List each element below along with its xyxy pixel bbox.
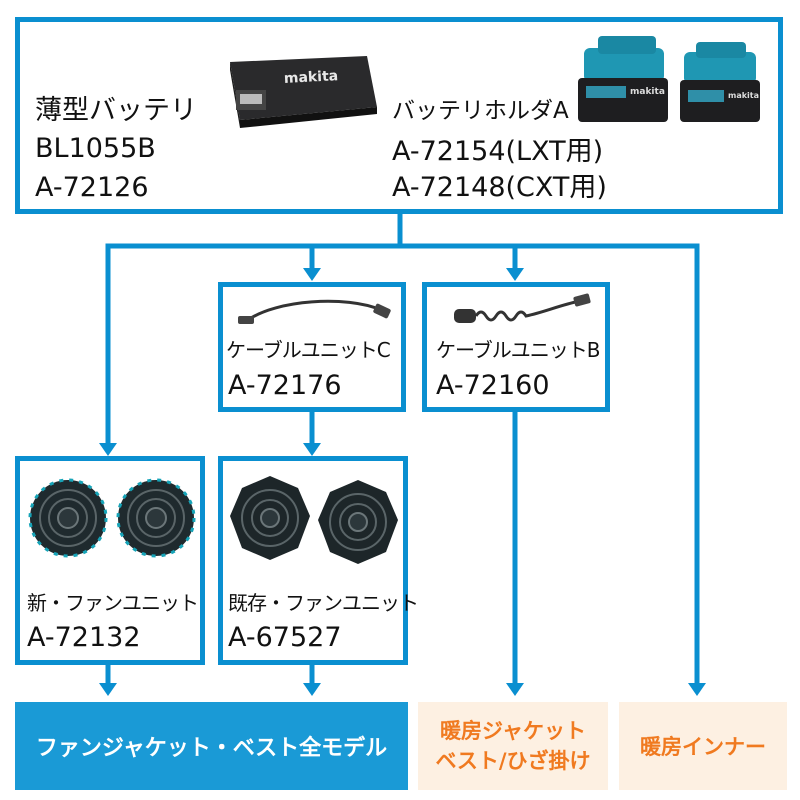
battery-holder-icon: makita makita	[578, 36, 760, 122]
svg-text:makita: makita	[284, 68, 339, 87]
fan-unit-icon	[230, 476, 398, 564]
arrow-to-fan-category-2	[303, 683, 321, 696]
heat-jacket-category: 暖房ジャケット ベスト/ひざ掛け	[418, 702, 608, 790]
heat-jacket-label-line2: ベスト/ひざ掛け	[435, 749, 591, 773]
arrow-to-new-fan	[99, 443, 117, 456]
fan-jacket-category: ファンジャケット・ベスト全モデル	[15, 702, 408, 790]
svg-text:makita: makita	[728, 91, 759, 100]
svg-text:makita: makita	[630, 87, 665, 97]
existing-fan-name: 既存・ファンユニット	[228, 591, 419, 615]
cable-b-name: ケーブルユニットB	[436, 338, 601, 362]
arrow-to-old-fan	[303, 443, 321, 456]
cable-c-name: ケーブルユニットC	[226, 338, 391, 362]
fan-category-label: ファンジャケット・ベスト全モデル	[35, 736, 388, 761]
cable-icon	[238, 299, 391, 324]
arrow-to-heat-jacket	[506, 683, 524, 696]
arrow-to-heat-inner	[688, 683, 706, 696]
battery-part-number: A-72126	[35, 172, 149, 203]
fan-unit-icon	[28, 478, 196, 558]
cable-unit-c-box	[218, 282, 406, 412]
arrow-to-cable-b	[506, 268, 524, 281]
holder-part-lxt: A-72154(LXT用)	[392, 136, 604, 167]
holder-name: バッテリホルダA	[392, 98, 569, 124]
new-fan-name: 新・ファンユニット	[27, 591, 199, 615]
heat-inner-category: 暖房インナー	[619, 702, 787, 790]
slim-battery-icon: makita	[230, 56, 377, 128]
arrow-to-fan-category-1	[99, 683, 117, 696]
holder-part-cxt: A-72148(CXT用)	[392, 172, 607, 203]
cable-b-part-number: A-72160	[436, 370, 550, 401]
heat-jacket-label-line1: 暖房ジャケット	[440, 718, 586, 743]
battery-name: 薄型バッテリ	[35, 95, 197, 126]
heat-inner-label: 暖房インナー	[640, 735, 766, 759]
battery-model: BL1055B	[35, 133, 156, 164]
cable-c-part-number: A-72176	[228, 370, 342, 401]
cable-icon	[454, 293, 591, 323]
existing-fan-part-number: A-67527	[228, 622, 342, 653]
arrow-to-cable-c	[303, 268, 321, 281]
new-fan-part-number: A-72132	[27, 622, 141, 653]
